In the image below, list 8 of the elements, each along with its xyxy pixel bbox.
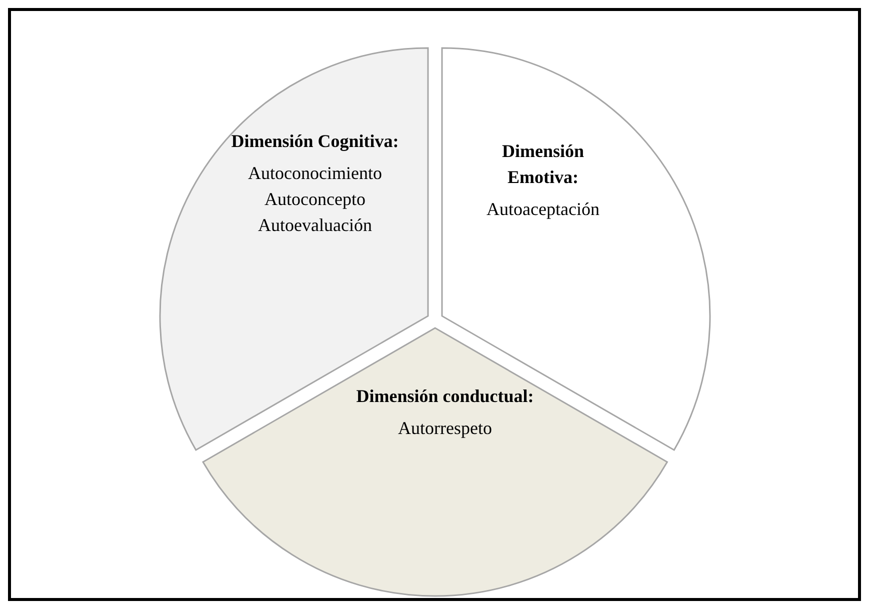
sector-heading: Dimensión Emotiva: <box>500 140 585 189</box>
sector-heading: Dimensión conductual: <box>355 385 535 408</box>
sector-item: Autoconocimiento <box>246 162 383 185</box>
sector-item: Autorrespeto <box>396 417 493 440</box>
sector-item: Autoconcepto <box>264 188 366 211</box>
sector-heading: Dimensión Cognitiva: <box>230 130 400 153</box>
sector-item: Autoaceptación <box>486 198 600 221</box>
sector-item: Autoevaluación <box>257 214 373 237</box>
